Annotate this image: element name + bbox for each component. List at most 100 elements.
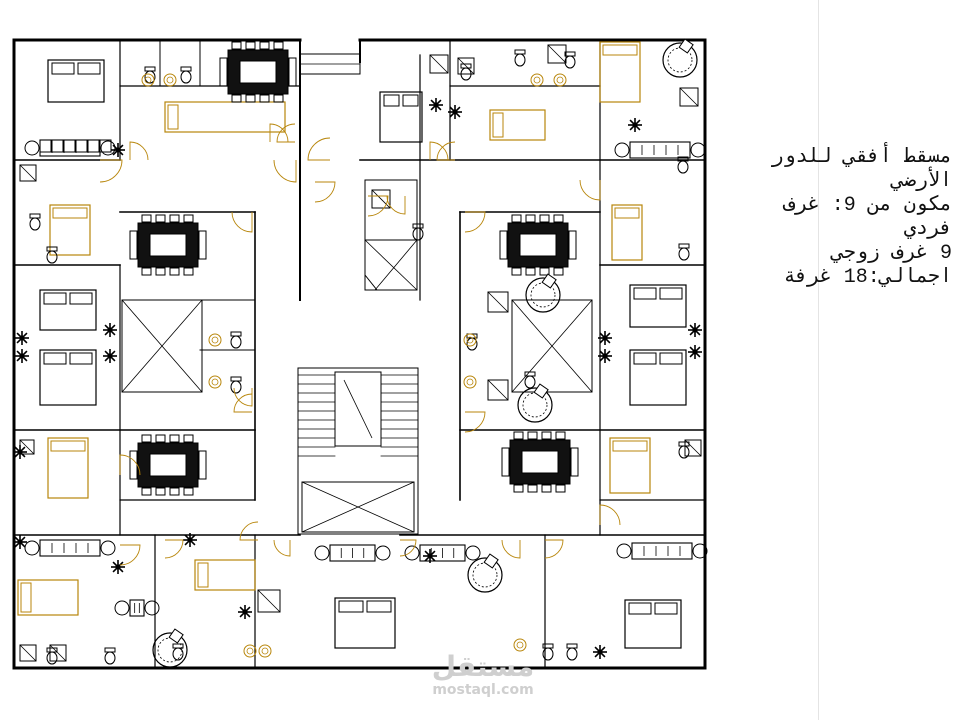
door-swing [99,159,123,183]
sink-icon [141,73,155,87]
shower-icon [19,439,35,455]
staircase-icon [297,179,419,535]
sofa-icon [24,539,116,557]
plant-icon [598,349,612,363]
dining-table-icon [499,214,577,276]
toilet-icon [46,246,58,264]
plant-icon [103,349,117,363]
toilet-icon [524,371,536,389]
shower-icon [547,44,567,64]
shower-icon [371,189,391,209]
toilet-icon [29,213,41,231]
toilet-icon [677,156,689,174]
door-swing [429,141,449,161]
chair [87,139,100,153]
stair-well [297,367,419,535]
dining-table-icon [129,434,207,496]
door-swing [307,137,331,161]
stair-landing [334,371,382,447]
door-swing [119,544,141,566]
plant-icon [688,345,702,359]
door-swing [119,454,141,476]
door-swing [464,211,486,233]
elevator-shaft-icon [511,299,593,393]
round-table-icon [525,273,561,313]
outer-walls [12,38,707,670]
toilet-icon [144,66,156,84]
round-table-icon [517,383,553,423]
plant-icon [13,535,27,549]
shower-icon [257,589,281,613]
bed-icon [489,109,546,141]
chair [51,139,64,153]
shower-icon [429,54,449,74]
door-swing [233,387,253,407]
caption-singles-line-2: فردي [903,218,952,241]
sink-icon [553,73,567,87]
chair [63,139,76,153]
chair [39,139,52,153]
toilet-icon [412,223,424,241]
bed-icon [47,59,105,103]
door-swing [269,123,289,143]
sink-icon [208,375,222,389]
toilet-icon [46,647,58,665]
dining-table-icon [219,41,297,103]
sofa-icon [616,542,708,560]
door-swing [436,141,456,161]
plant-icon [448,105,462,119]
door-swing [399,539,417,557]
caption-title-line-1: مسقط أفقي للدور [771,146,952,169]
door-swing [599,504,621,526]
plant-icon [429,98,443,112]
door-swing [273,159,297,183]
watermark-logo: مستقل [431,650,535,683]
door-swing [367,195,389,217]
dining-table-icon [129,214,207,276]
stair-lower [301,481,415,533]
bed-icon [611,204,643,261]
left-wing [13,39,301,669]
chair [75,139,88,153]
elevator-shaft-icon [121,299,203,393]
door-swing [314,181,336,203]
door-swing [386,195,406,215]
toilet-icon [104,647,116,665]
bed-icon [629,349,687,406]
bed-icon [39,289,97,331]
plant-icon [15,331,29,345]
toilet-icon [566,643,578,661]
sofa-icon [404,544,481,562]
toilet-icon [514,49,526,67]
toilet-icon [180,66,192,84]
page-divider [818,0,819,720]
floor-plan-drawing [12,38,708,670]
sink-icon [513,638,527,652]
plant-icon [238,605,252,619]
toilet-icon [678,243,690,261]
bed-icon [164,101,286,133]
caption-total-line: اجمالي:18 غرفة [783,266,952,289]
sink-icon [258,644,272,658]
bed-icon [609,437,651,494]
door-swing [464,411,486,433]
shower-icon [19,644,37,662]
sink-icon [530,73,544,87]
door-swing [544,539,564,559]
sofa-icon [114,599,160,617]
shower-icon [487,379,509,401]
dining-table-icon [501,431,579,493]
toilet-icon [230,331,242,349]
bed-icon [39,349,97,406]
door-swing [273,539,291,557]
plant-icon [183,533,197,547]
lift-lobby [364,179,418,291]
bed-icon [629,284,687,328]
door-swing [129,141,149,161]
door-swing [276,123,296,143]
door-swing [164,539,184,559]
shower-icon [19,164,37,182]
plant-icon [593,645,607,659]
right-wing [359,39,706,669]
plant-icon [628,118,642,132]
